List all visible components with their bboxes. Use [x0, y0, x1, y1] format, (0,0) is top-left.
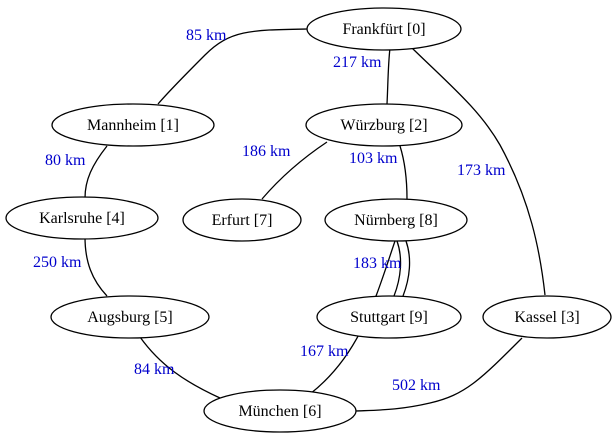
edge-frankfurt-kassel: [411, 47, 546, 296]
node-erfurt: Erfurt [7]: [182, 198, 302, 242]
edge-label-nurnberg-munchen: 167 km: [300, 343, 349, 360]
edge-label-nurnberg-stuttgart: 183 km: [353, 255, 402, 272]
edge-augsburg-munchen: [139, 336, 221, 399]
node-label-karlsruhe: Karlsruhe [4]: [39, 210, 125, 227]
node-label-nurnberg: Nürnberg [8]: [354, 212, 438, 229]
node-kassel: Kassel [3]: [482, 295, 612, 339]
edge-wurzburg-nurnberg: [399, 145, 408, 200]
node-label-frankfurt: Frankfürt [0]: [342, 21, 425, 38]
edge-label-frankfurt-kassel: 173 km: [457, 162, 506, 179]
node-label-augsburg: Augsburg [5]: [87, 309, 172, 326]
node-mannheim: Mannheim [1]: [51, 103, 215, 147]
node-stuttgart: Stuttgart [9]: [316, 295, 462, 339]
edge-label-wurzburg-nurnberg: 103 km: [349, 150, 398, 167]
edge-label-mannheim-karlsruhe: 80 km: [45, 152, 86, 169]
node-label-kassel: Kassel [3]: [514, 309, 579, 326]
edge-nurnberg-stuttgart-b: [402, 240, 411, 297]
edge-frankfurt-wurzburg: [386, 47, 391, 105]
node-label-stuttgart: Stuttgart [9]: [350, 309, 428, 326]
edge-label-kassel-munchen: 502 km: [392, 377, 441, 394]
edge-kassel-munchen: [355, 337, 523, 412]
node-label-munchen: München [6]: [238, 403, 321, 420]
node-nurnberg: Nürnberg [8]: [324, 198, 468, 242]
node-label-erfurt: Erfurt [7]: [212, 212, 273, 229]
node-munchen: München [6]: [203, 389, 357, 433]
edge-label-wurzburg-erfurt: 186 km: [242, 143, 291, 160]
edge-labels: 85 km 217 km 173 km 80 km 186 km 103 km …: [33, 27, 506, 394]
nodes: Frankfürt [0] Mannheim [1] Würzburg [2] …: [5, 7, 612, 433]
node-label-mannheim: Mannheim [1]: [87, 117, 179, 134]
node-label-wurzburg: Würzburg [2]: [340, 117, 427, 134]
node-karlsruhe: Karlsruhe [4]: [5, 196, 159, 240]
node-wurzburg: Würzburg [2]: [305, 103, 463, 147]
edge-mannheim-karlsruhe: [84, 145, 108, 199]
edges: [84, 28, 546, 412]
edge-frankfurt-mannheim: [157, 28, 308, 105]
edge-label-frankfurt-mannheim: 85 km: [186, 27, 227, 44]
edge-karlsruhe-augsburg: [84, 236, 108, 297]
node-augsburg: Augsburg [5]: [50, 295, 210, 339]
edge-label-frankfurt-wurzburg: 217 km: [333, 54, 382, 71]
edge-label-karlsruhe-augsburg: 250 km: [33, 254, 82, 271]
edge-label-augsburg-munchen: 84 km: [134, 361, 175, 378]
edge-nurnberg-stuttgart-a: [393, 240, 402, 297]
edge-wurzburg-erfurt: [261, 141, 328, 200]
node-frankfurt: Frankfürt [0]: [306, 7, 462, 51]
